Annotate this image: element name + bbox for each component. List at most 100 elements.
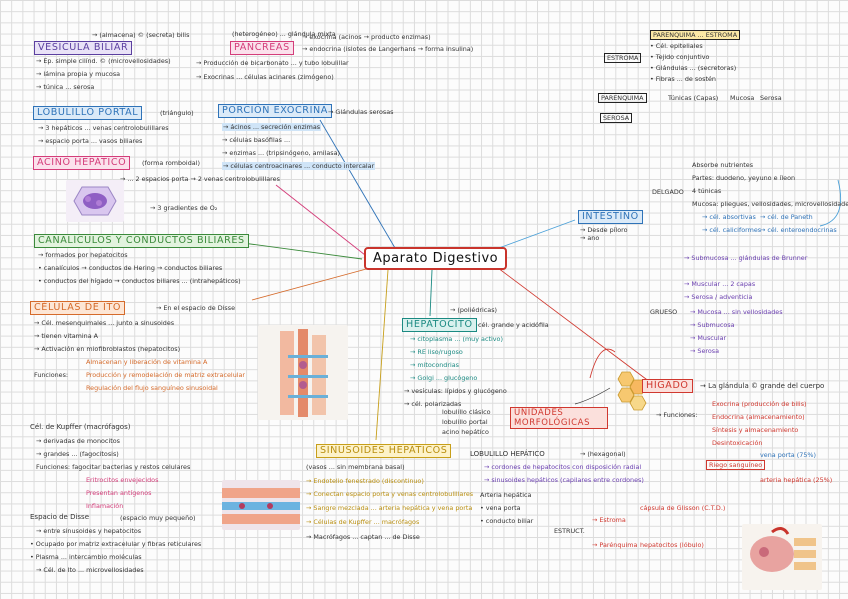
intestino-grueso-1: → Submucosa (690, 321, 735, 329)
legend-left-2: SEROSA (600, 113, 633, 123)
higado-line-1: → Funciones: (656, 411, 698, 419)
intestino-delgado-2: 4 túnicas (692, 187, 722, 195)
lobulillo-portal-suffix: (triángulo) (160, 109, 194, 117)
kupffer-line-5: Inflamación (86, 502, 124, 510)
pancreas-line-1: → exocrina (acinos → producto enzimas) (302, 33, 431, 41)
hepatocito-line-1: → citoplasma ... (muy activo) (410, 335, 503, 343)
intestino-desde: → Desde píloro → ano (580, 226, 628, 242)
porcion-exocrina-line-0: → Glándulas serosas (328, 108, 394, 116)
higado-title: HÍGADO (642, 379, 693, 393)
lobulillo-portal-line-1: → espacio porta ... vasos biliares (38, 137, 143, 145)
hepatocito-line-2: → RE liso/rugoso (410, 348, 463, 356)
legend-mid-1: Mucosa (730, 94, 755, 102)
higado-line-3: Endocrina (almacenamiento) (712, 413, 805, 421)
lobulillo-portal-line-0: → 3 hepáticos ... venas centrolobulillar… (38, 124, 169, 132)
higado-estructura-label: ESTRUCT. (554, 527, 585, 535)
celulas-ito-title: CÉLULAS DE ITO (30, 301, 126, 315)
higado-line-0: → La glándula © grande del cuerpo (700, 382, 825, 390)
porcion-exocrina-line-1-text: → ácinos ... secreción enzimas (222, 123, 322, 131)
higado-riego-0: vena porta (75%) (760, 451, 816, 459)
hepatocito-line-5: → vesículas: lípidos y glucógeno (404, 387, 507, 395)
intestino-delgado-6: → cél. de Paneth (760, 213, 813, 221)
disse-title: Espacio de Disse (30, 513, 90, 521)
higado-estructura-2: cápsula de Glisson (C.T.D.) (640, 504, 726, 512)
higado-estructura-3: hepatocitos (lóbulo) (640, 541, 704, 549)
kupffer-line-1: → grandes ... (fagocitosis) (36, 450, 119, 458)
hepatocito-title: HEPATOCITO (402, 318, 477, 332)
disse-image (222, 480, 300, 530)
intestino-delgado-7: → cél. enteroendocrinas (760, 226, 837, 234)
canaliculos-title: CANALÍCULOS Y CONDUCTOS BILIARES (34, 234, 249, 248)
pancreas-title: PÁNCREAS (230, 41, 294, 55)
disse-line-0: → entre sinusoides y hepatocitos (36, 527, 142, 535)
sinusoides-line-0: (vasos ... sin membrana basal) (306, 463, 405, 471)
unidades-title: UNIDADES MORFOLÓGICAS (510, 407, 608, 429)
acino-line-0: → ... 2 espacios porta → 2 venas centrol… (120, 175, 280, 183)
lobulillo-hepatico-title: LOBULILLO HEPÁTICO (470, 450, 545, 458)
hepatocito-line-4: → Golgi ... glucógeno (410, 374, 478, 382)
legend-row-1: • Cél. epiteliales (650, 42, 703, 50)
intestino-delgado-10: → Serosa / adventicia (684, 293, 753, 301)
disse-line-3: → Cél. de Ito ... microvellosidades (36, 566, 144, 574)
legend-row-0: PARENQUIMA ... ESTROMA (650, 30, 741, 40)
acino-suffix: (forma romboidal) (142, 159, 200, 167)
intestino-delgado-9: → Muscular ... 2 capas (684, 280, 756, 288)
lobulillo-hepatico-line-0: → (hexagonal) (580, 450, 626, 458)
lobulillo-hepatico-line-3: Arteria hepática (480, 491, 532, 499)
porcion-exocrina-line-4: → células centroacinares ... conducto in… (222, 162, 376, 170)
disse-line-1: • Ocupado por matriz extracelular y fibr… (30, 540, 202, 548)
unidades-line-1: lobulillo portal (442, 418, 488, 426)
celulas-ito-functions-label: Funciones: (34, 371, 69, 379)
vesicula-title: VESICULA BILIAR (34, 41, 133, 55)
disse-line-2: • Plasma ... intercambio moléculas (30, 553, 142, 561)
celulas-ito-function-0: Almacenan y liberación de vitamina A (86, 358, 208, 366)
disse-suffix: (espacio muy pequeño) (120, 514, 196, 522)
porcion-exocrina-line-4-text: → células centroacinares ... conducto in… (222, 162, 376, 170)
lobulillo-hepatico-line-4: • vena porta (480, 504, 521, 512)
legend-row-2: • Tejido conjuntivo (650, 53, 710, 61)
intestino-grueso-0: → Mucosa ... sin vellosidades (690, 308, 783, 316)
sinusoides-line-4: → Células de Kupffer ... macrófagos (306, 518, 420, 526)
intestino-delgado-5: → cél. caliciformes (702, 226, 762, 234)
canaliculos-line-1: • canalículos → conductos de Hering → co… (38, 264, 223, 272)
higado-estructura-1: → Parénquima (592, 541, 638, 549)
higado-estructura-0: → Estroma (592, 516, 626, 524)
celulas-ito-line-0: → En el espacio de Disse (156, 304, 236, 312)
intestino-delgado-0: Absorbe nutrientes (692, 161, 754, 169)
porcion-exocrina-line-3: → enzimas ... (tripsinógeno, amilasa) (222, 149, 341, 157)
kupffer-line-0: → derivadas de monocitos (36, 437, 120, 445)
center-title: Aparato Digestivo (364, 247, 508, 270)
pancreas-line-0: (heterogéneo) ... glándula mixta (232, 30, 336, 38)
legend-left-0: ESTROMA (604, 53, 642, 63)
sinusoides-line-1: → Endotelio fenestrado (discontinuo) (306, 477, 424, 485)
intestino-delgado-8: → Submucosa ... glándulas de Brunner (684, 254, 808, 262)
porcion-exocrina-line-2: → células basófilas ... (222, 136, 291, 144)
acino-line-1: → 3 gradientes de O₂ (150, 204, 218, 212)
celulas-ito-line-1: → Cél. mesenquimales ... junto a sinusoi… (34, 319, 175, 327)
lobulillo-portal-title: LOBULILLO PORTAL (33, 106, 143, 120)
celulas-ito-line-2: → tienen vitamina A (34, 332, 99, 340)
kupffer-line-2: Funciones: fagocitar bacterias y restos … (36, 463, 191, 471)
legend-row-4: • Fibras ... de sostén (650, 75, 716, 83)
legend-row-3: • Glándulas ... (secretoras) (650, 64, 737, 72)
intestino-grueso-3: → Serosa (690, 347, 720, 355)
higado-line-2: Exocrina (producción de bilis) (712, 400, 807, 408)
intestino-delgado-4: → cél. absortivas (702, 213, 756, 221)
unidades-line-0: lobulillo clásico (442, 408, 491, 416)
lobulillo-hepatico-line-1: → cordones de hepatocitos con disposició… (484, 463, 642, 471)
lobulillo-hepatico-line-5: • conducto biliar (480, 517, 534, 525)
higado-riego-label: Riego sanguíneo (706, 460, 766, 470)
sinusoides-line-3: → Sangre mezclada ... arteria hepática y… (306, 504, 473, 512)
lobulillo-hepatico-line-2: → sinusoides hepáticos (capilares entre … (484, 476, 644, 484)
acino-image (66, 180, 124, 222)
vesicula-line-0: → (almacena) © (secreta) bilis (92, 31, 190, 39)
sinusoides-line-5: → Macrófagos ... captan ... de Disse (306, 533, 420, 541)
hexagon-image (612, 370, 652, 416)
higado-riego-1: arteria hepática (25%) (760, 476, 833, 484)
kupffer-line-3: Eritrocitos envejecidos (86, 476, 159, 484)
canaliculos-line-0: → formados por hepatocitos (38, 251, 128, 259)
kupffer-line-4: Presentan antígenos (86, 489, 152, 497)
legend-mid-2: Serosa (760, 94, 782, 102)
kupffer-title: Cél. de Kupffer (macrófagos) (30, 423, 131, 431)
